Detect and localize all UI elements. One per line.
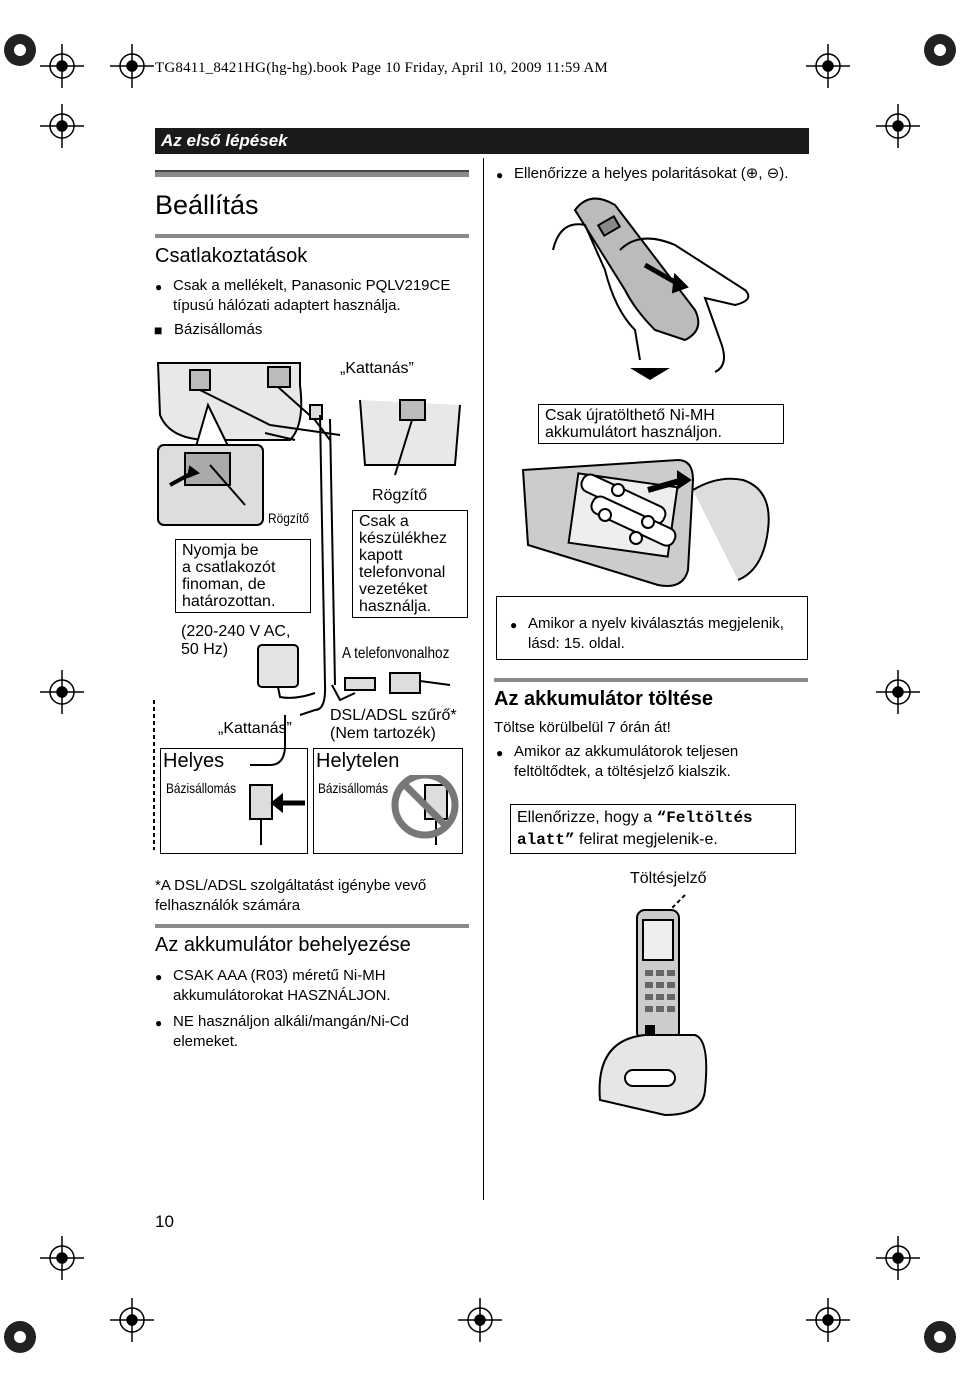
handset-open-drawing xyxy=(552,197,750,373)
fastener-label-small: Rögzítő xyxy=(268,510,310,526)
charging-display-callout: Ellenőrizze, hogy a “Feltöltés alatt” fe… xyxy=(510,804,796,854)
section-title-bar: Az első lépések xyxy=(155,128,809,154)
charge-rule xyxy=(494,678,808,682)
insert-bullet-alkaline: NE használjon alkáli/mangán/Ni-Cd elemek… xyxy=(155,1012,409,1052)
plus-icon: ⊕ xyxy=(745,165,759,182)
language-box xyxy=(496,596,808,660)
polarity-bullet: Ellenőrizze a helyes polaritásokat (⊕, ⊖… xyxy=(496,164,788,185)
charge-bullet: Amikor az akkumulátorok teljesen feltölt… xyxy=(496,742,738,782)
handset-charger-drawing xyxy=(598,894,708,1117)
subsection-rule xyxy=(155,234,469,238)
book-header-line: TG8411_8421HG(hg-hg).book Page 10 Friday… xyxy=(155,60,608,76)
to-phone-line-label: A telefonvonalhoz xyxy=(342,645,450,662)
power-spec-label: (220-240 V AC, 50 Hz) xyxy=(181,623,291,658)
incorrect-label: Helytelen xyxy=(316,750,400,772)
column-divider xyxy=(483,158,484,1200)
connection-diagram xyxy=(153,362,461,850)
down-arrow-icon xyxy=(630,368,670,380)
press-connector-callout: Nyomja be a csatlakozót finoman, de hatá… xyxy=(175,539,311,613)
incorrect-box xyxy=(313,748,463,854)
minus-icon: ⊖ xyxy=(766,165,780,182)
adapter-bullet: Csak a mellékelt, Panasonic PQLV219CE tí… xyxy=(155,276,473,316)
connections-heading: Csatlakoztatások xyxy=(155,245,308,267)
correct-label: Helyes xyxy=(163,750,225,772)
title-rule xyxy=(155,170,469,177)
plug-comparison-drawing xyxy=(249,775,459,845)
correct-box xyxy=(160,748,308,854)
charge-indicator-label: Töltésjelző xyxy=(630,870,707,887)
phone-cord-callout: Csak a készülékhez kapott telefonvonal v… xyxy=(352,510,468,618)
dsl-filter-label: DSL/ADSL szűrő* (Nem tartozék) xyxy=(330,707,457,742)
click-label-bottom: „Kattanás” xyxy=(218,720,292,737)
base-station-label: Bázisállomás xyxy=(154,320,262,340)
language-bullet: Amikor a nyelv kiválasztás megjelenik, l… xyxy=(510,614,784,654)
insert-heading: Az akkumulátor behelyezése xyxy=(155,934,411,956)
click-label-top: „Kattanás” xyxy=(340,360,414,377)
page-number: 10 xyxy=(155,1212,174,1231)
insert-rule xyxy=(155,924,469,928)
page-title: Beállítás xyxy=(155,190,259,220)
incorrect-base-label: Bázisállomás xyxy=(318,780,389,796)
correct-base-label: Bázisállomás xyxy=(166,780,237,796)
handset-battery-drawing xyxy=(521,458,770,587)
fastener-label: Rögzítő xyxy=(372,487,428,504)
charge-time-text: Töltse körülbelül 7 órán át! xyxy=(494,719,671,736)
charge-heading: Az akkumulátor töltése xyxy=(494,688,713,710)
rechargeable-callout: Csak újratölthető Ni-MH akkumulátort has… xyxy=(538,404,784,444)
insert-bullet-aaa: CSAK AAA (R03) méretű Ni-MH akkumulátoro… xyxy=(155,966,391,1006)
dsl-footnote: *A DSL/ADSL szolgáltatást igénybe vevő f… xyxy=(155,877,427,914)
